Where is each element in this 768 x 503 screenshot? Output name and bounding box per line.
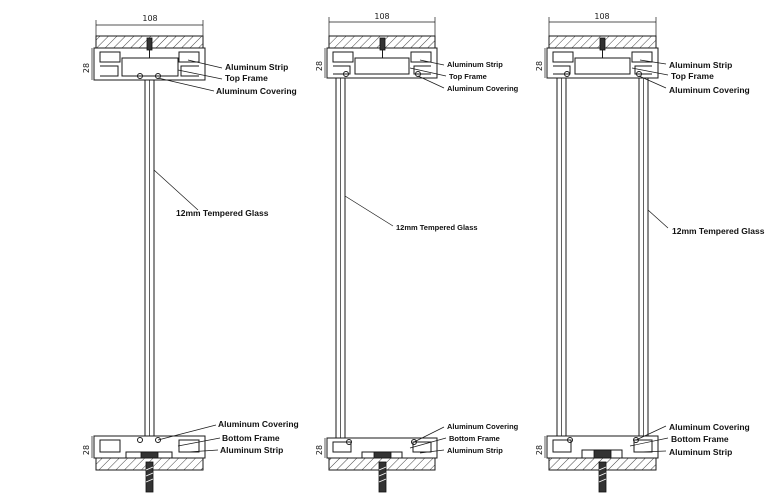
label-aluminum-strip-bottom: Aluminum Strip [669,447,732,457]
label-top-frame: Top Frame [671,71,714,81]
anchor-screw-top [599,37,606,51]
width-dimension: 108 [95,14,204,36]
width-dimension-text: 108 [142,14,157,23]
label-top-frame: Top Frame [225,73,268,83]
width-dimension: 108 [548,12,657,36]
label-tempered-glass: 12mm Tempered Glass [672,226,765,236]
height-dimension-top: 28 [535,61,544,71]
label-top-frame: Top Frame [449,72,487,81]
width-dimension-text: 108 [374,12,389,21]
width-dimension: 108 [328,12,436,36]
anchor-screw-bottom [598,461,607,493]
anchor-screw-top [379,37,386,51]
label-tempered-glass: 12mm Tempered Glass [396,223,478,232]
width-dimension-text: 108 [594,12,609,21]
height-dimension-top: 28 [82,63,91,73]
label-aluminum-strip-top: Aluminum Strip [447,60,503,69]
label-bottom-frame: Bottom Frame [222,433,280,443]
anchor-screw-top [146,37,153,51]
height-dimension-bottom: 28 [315,445,324,455]
label-aluminum-strip-bottom: Aluminum Strip [220,445,283,455]
section-drawing-1: 108 28 [82,14,299,493]
label-aluminum-covering-top: Aluminum Covering [216,86,297,96]
bottom-frame [326,437,438,463]
label-aluminum-covering-bottom: Aluminum Covering [218,419,299,429]
section-drawing-2: 108 28 [315,12,519,493]
label-bottom-frame: Bottom Frame [449,434,500,443]
height-dimension-bottom: 28 [82,445,91,455]
top-frame [326,37,438,79]
label-aluminum-strip-bottom: Aluminum Strip [447,446,503,455]
label-aluminum-covering-top: Aluminum Covering [447,84,519,93]
height-dimension-top: 28 [315,61,324,71]
label-tempered-glass: 12mm Tempered Glass [176,208,269,218]
label-aluminum-covering-bottom: Aluminum Covering [447,422,519,431]
height-dimension-bottom: 28 [535,445,544,455]
anchor-screw-bottom [145,461,154,493]
label-aluminum-strip-top: Aluminum Strip [669,60,732,70]
section-drawing-3: 108 28 [535,12,765,493]
bottom-frame [546,435,659,463]
label-bottom-frame: Bottom Frame [671,434,729,444]
label-aluminum-strip-top: Aluminum Strip [225,62,288,72]
anchor-screw-bottom [378,461,387,493]
label-aluminum-covering-bottom: Aluminum Covering [669,422,750,432]
top-frame [546,37,659,79]
label-aluminum-covering-top: Aluminum Covering [669,85,750,95]
